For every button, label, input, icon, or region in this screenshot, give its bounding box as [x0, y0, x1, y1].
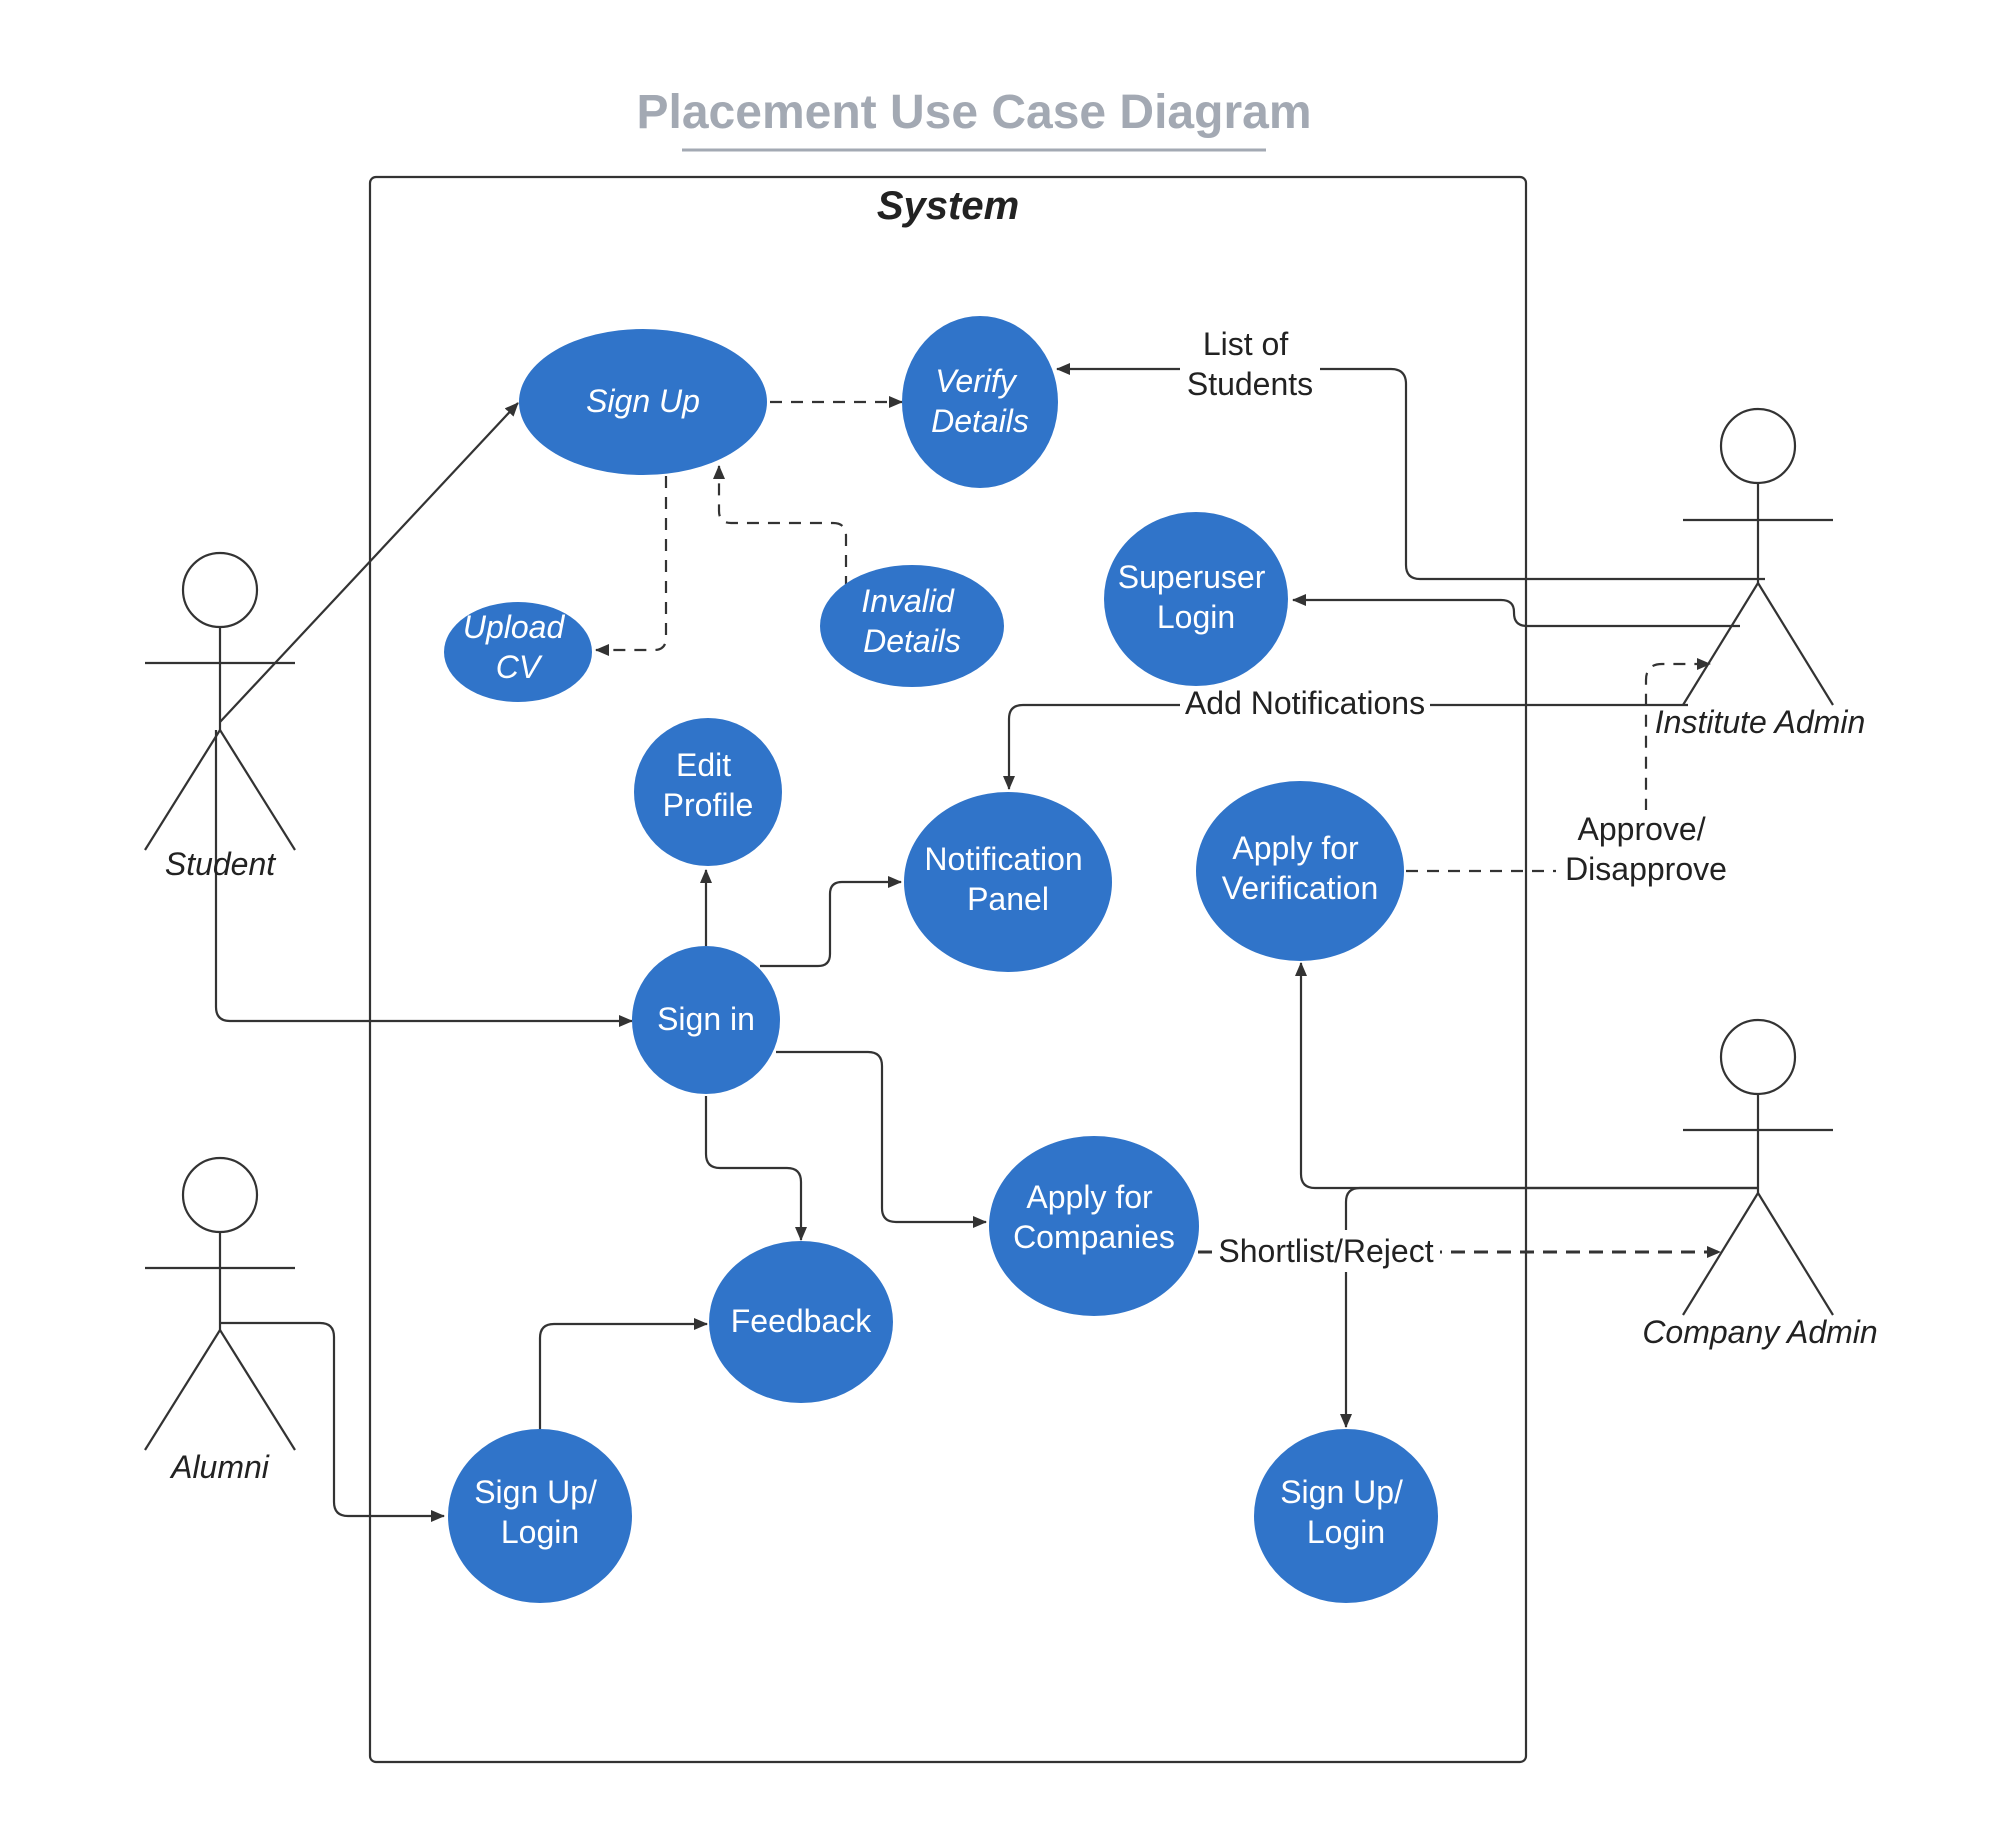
- use-case-verify-details[interactable]: Verify Details: [902, 316, 1058, 488]
- use-case-company-signup-login[interactable]: Sign Up/ Login: [1254, 1429, 1438, 1603]
- label-add-notifications: Add Notifications: [1185, 685, 1425, 721]
- edge-signin-notification: [760, 876, 902, 968]
- actor-head: [1719, 407, 1797, 485]
- actor-head: [1719, 1018, 1797, 1096]
- use-case-apply-companies[interactable]: Apply for Companies: [989, 1136, 1199, 1316]
- edge-student-signin: [214, 730, 633, 1027]
- actor-alumni[interactable]: Alumni: [144, 1156, 296, 1485]
- use-case-upload-cv[interactable]: Upload CV: [444, 602, 592, 702]
- edge-company-verification: [1295, 962, 1758, 1190]
- label-shortlist-reject: Shortlist/Reject: [1218, 1233, 1433, 1269]
- system-boundary: [368, 175, 1528, 1764]
- edge-admin-notification: [1003, 703, 1688, 790]
- actor-institute-admin[interactable]: Institute Admin: [1655, 407, 1865, 740]
- use-case-label: Apply for Companies: [1013, 1179, 1175, 1255]
- actor-label: Student: [165, 846, 276, 882]
- actor-label: Company Admin: [1642, 1314, 1877, 1350]
- edge-signup-uploadcv: [595, 476, 668, 656]
- use-case-label: Sign in: [657, 1001, 755, 1037]
- edge-alumni-signup: [220, 1321, 445, 1522]
- diagram-title: Placement Use Case Diagram: [637, 86, 1312, 139]
- use-case-label: Verify Details: [931, 363, 1029, 439]
- use-case-label: Notification Panel: [924, 841, 1091, 917]
- connectors: [214, 363, 1765, 1522]
- actor-label: Institute Admin: [1655, 704, 1865, 740]
- use-case-label: Sign Up/ Login: [1280, 1474, 1412, 1550]
- use-case-alumni-signup-login[interactable]: Sign Up/ Login: [448, 1429, 632, 1603]
- edge-labels: List of Students Add Notifications Appro…: [1180, 320, 1736, 1272]
- use-case-label: Edit Profile: [663, 747, 754, 823]
- use-case-label: Sign Up: [586, 383, 700, 419]
- use-case-feedback[interactable]: Feedback: [709, 1241, 893, 1403]
- actor-student[interactable]: Student: [144, 551, 296, 882]
- edge-admin-superuser: [1292, 594, 1740, 628]
- edge-signin-applycompanies: [776, 1050, 987, 1228]
- actor-company-admin[interactable]: Company Admin: [1642, 1018, 1878, 1350]
- use-case-label: Invalid Details: [861, 583, 962, 659]
- actor-head: [181, 1156, 259, 1234]
- system-label: System: [877, 184, 1019, 228]
- edge-invalid-signup: [713, 465, 848, 588]
- edge-company-signup: [1340, 1186, 1758, 1428]
- label-approve-disapprove: Approve/ Disapprove: [1565, 811, 1727, 887]
- use-case-label: Upload CV: [463, 609, 573, 685]
- edge-admin-verify: [1056, 363, 1765, 581]
- use-case-notification-panel[interactable]: Notification Panel: [904, 792, 1112, 972]
- use-case-superuser-login[interactable]: Superuser Login: [1104, 512, 1288, 686]
- edge-student-signup: [219, 402, 519, 723]
- use-case-invalid-details[interactable]: Invalid Details: [820, 565, 1004, 687]
- label-list-of-students: List of Students: [1187, 326, 1313, 402]
- use-case-edit-profile[interactable]: Edit Profile: [634, 718, 782, 866]
- use-case-label: Superuser Login: [1118, 559, 1275, 635]
- actor-label: Alumni: [169, 1449, 270, 1485]
- edge-alumnisignup-feedback: [538, 1318, 708, 1430]
- use-case-label: Feedback: [731, 1303, 873, 1339]
- use-case-label: Sign Up/ Login: [474, 1474, 606, 1550]
- use-case-apply-verification[interactable]: Apply for Verification: [1196, 781, 1404, 961]
- use-case-sign-up[interactable]: Sign Up: [519, 329, 767, 475]
- actor-head: [181, 551, 259, 629]
- edge-verification-admin: [1406, 658, 1711, 873]
- use-case-label: Apply for Verification: [1222, 830, 1379, 906]
- edge-signin-feedback: [704, 1096, 807, 1241]
- use-case-sign-in[interactable]: Sign in: [632, 946, 780, 1094]
